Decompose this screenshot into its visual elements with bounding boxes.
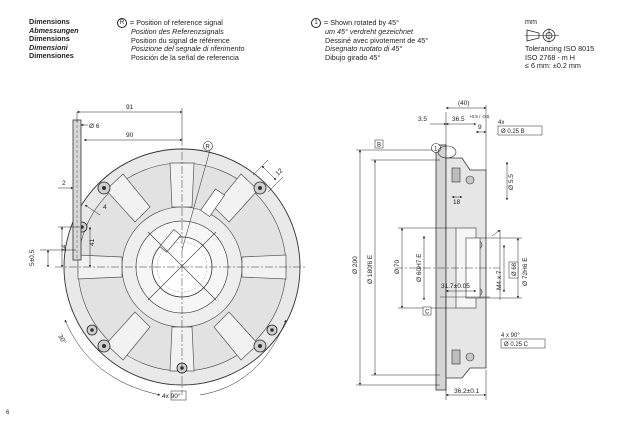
dim-2: 2: [62, 180, 66, 187]
front-dimension-lines: [40, 108, 287, 396]
callout-1: 1: [434, 147, 438, 153]
rotated-it: Disegnato ruotato di 45°: [325, 44, 403, 54]
dim-d180: Ø 180f6 E: [367, 254, 374, 284]
ref-signal-de: Position des Referenzsignals: [131, 27, 224, 36]
dim-d5-5: Ø 5.5: [508, 174, 515, 190]
tol-top-frame: [497, 125, 543, 136]
dim-90: 90: [126, 132, 134, 139]
dim-36-5: 36.5: [452, 116, 465, 123]
angle-4x90: 4x 90°: [162, 392, 181, 400]
side-view: 1 (40) 9 36.5 +0.5 / -0.5 3.5 4x Ø 0.25 …: [352, 100, 546, 400]
tol-bot-frame: [500, 338, 546, 349]
legend-rotation-block: 1= Shown rotated by 45° um 45° verdreht …: [311, 18, 428, 62]
dim-d68: Ø 68: [512, 262, 518, 276]
tolerance-block: mm Tolerancing ISO 8015 ISO 2768 - m H ≤…: [525, 17, 595, 71]
diagonal-line: [147, 231, 217, 301]
tol-bot-count: 4 x 90°: [501, 333, 520, 339]
ref-signal-it: Posizione del segnale di riferimento: [131, 44, 245, 54]
tolerance-line-2: ISO 2768 - m H: [525, 52, 575, 62]
ref-signal-es: Posición de la señal de referencia: [131, 52, 239, 62]
angle-30: 30°: [56, 333, 68, 346]
reference-label: [159, 229, 182, 253]
dim-41: 41: [89, 238, 96, 246]
rib-right: [241, 254, 287, 280]
datum-b-frame: [374, 139, 384, 149]
legend-title-fr: Dimensions: [29, 34, 70, 44]
tolerance-unit: mm: [525, 17, 537, 26]
legend-title-en: Dimensions: [29, 17, 70, 26]
dim-36-2: 36.2±0.1: [454, 388, 480, 395]
datum-c-frame: [422, 306, 432, 316]
dim-18: 18: [453, 199, 461, 206]
legend-title-block: Dimensions Abmessungen Dimensions Dimens…: [29, 17, 79, 61]
center-lines: [55, 138, 305, 395]
dim-91: 91: [126, 104, 134, 111]
front-ref-text: R: [206, 145, 211, 151]
tol-bot: Ø 0.25 C: [504, 342, 529, 348]
rib-bottom-right: [213, 311, 259, 361]
dim-9: 9: [478, 124, 482, 131]
tolerance-line-1: Tolerancing ISO 8015: [525, 44, 595, 54]
rotated-es: Dibujo girado 45°: [325, 52, 381, 62]
ref-signal-fr: Position du signal de référence: [131, 35, 230, 45]
projection-symbol-icon: [525, 27, 559, 43]
tolerance-line-3: ≤ 6 mm: ±0.2 mm: [525, 61, 581, 71]
dim-5: 5±0.5: [29, 249, 36, 266]
datum-b: B: [377, 143, 381, 149]
rib-top-right: [213, 173, 259, 223]
dim-d6: Ø 6: [89, 123, 100, 130]
dim-d60: Ø 60H7 E: [416, 253, 423, 282]
dim-d72: Ø 72H6 E: [522, 257, 529, 286]
legend-title-it: Dimensioni: [29, 42, 68, 52]
flange-plate: [435, 144, 447, 391]
dim-31-7: 31.7±0.05: [441, 283, 470, 290]
rotation-marker: 1: [311, 18, 321, 28]
legend-reference-block: R= Position of reference signal Position…: [117, 18, 244, 62]
dim-12: 12: [274, 167, 284, 177]
ref-signal-en: = Position of reference signal: [130, 17, 223, 27]
rib-top-left: [105, 173, 151, 223]
dim-3-5: 3.5: [418, 116, 427, 123]
reference-marker: R: [117, 18, 127, 28]
rotated-fr: Dessiné avec pivotement de 45°: [325, 35, 429, 45]
side-dimension-lines: [356, 105, 522, 400]
cable-gland-lower: [451, 349, 461, 365]
cable-gland: [451, 167, 461, 183]
rotated-en: = Shown rotated by 45°: [324, 17, 399, 27]
front-view: 91 Ø 6 90 2 4 41 34 5±0.5 12 30° 4x 90° …: [29, 104, 305, 401]
dim-d70: Ø 70: [394, 260, 401, 274]
dim-d200: Ø 200: [352, 256, 359, 274]
rotated-de: um 45° verdreht gezeichnet: [325, 27, 413, 36]
legend-title-es: Dimensiones: [29, 51, 74, 61]
legend-title-de: Abmessungen: [29, 25, 79, 35]
datum-c: C: [425, 310, 430, 316]
dim-36-tol: +0.5 / -0.5: [469, 114, 490, 119]
tol-top-count: 4x: [498, 120, 504, 126]
dim-4: 4: [103, 204, 107, 211]
dim-m4: M4 x 7: [496, 270, 503, 290]
page-mark: 6: [6, 410, 10, 416]
dim-34: 34: [61, 244, 68, 252]
label-plate: [200, 188, 225, 217]
front-reference-marker: [203, 141, 213, 151]
tol-top: Ø 0.25 B: [501, 129, 525, 135]
dim-40: (40): [458, 100, 470, 107]
